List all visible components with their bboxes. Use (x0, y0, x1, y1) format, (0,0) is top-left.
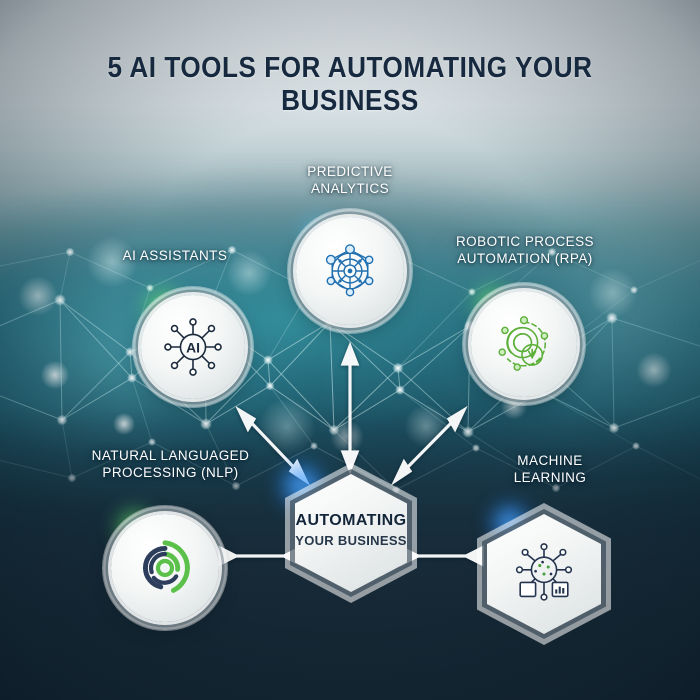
ml-network-icon (515, 543, 573, 601)
node-ai-assistants[interactable]: AI (132, 286, 254, 408)
page-title: 5 AI TOOLS FOR AUTOMATING YOUR BUSINESS (107, 52, 593, 117)
svg-text:AI: AI (186, 339, 200, 355)
node-robotic-process-automation[interactable] (462, 282, 586, 406)
concentric-arcs-icon (142, 540, 190, 593)
data-network-icon (325, 244, 374, 297)
robotic-gear-icon (498, 316, 549, 371)
label-machine-learning: MACHINE LEARNING (513, 453, 587, 485)
label-natural-language-processing: NATURAL LANGUAGED PROCESSING (NLP) (91, 448, 250, 480)
node-machine-learning[interactable] (487, 514, 601, 634)
label-robotic-process-automation: ROBOTIC PROCESS AUTOMATION (RPA) (455, 234, 595, 266)
node-predictive-analytics[interactable] (287, 208, 413, 334)
node-natural-language-processing[interactable] (102, 505, 228, 631)
ai-network-icon: AI (164, 318, 222, 376)
label-ai-assistants: AI ASSISTANTS (122, 248, 228, 263)
label-predictive-analytics: PREDICTIVE ANALYTICS (307, 164, 393, 196)
